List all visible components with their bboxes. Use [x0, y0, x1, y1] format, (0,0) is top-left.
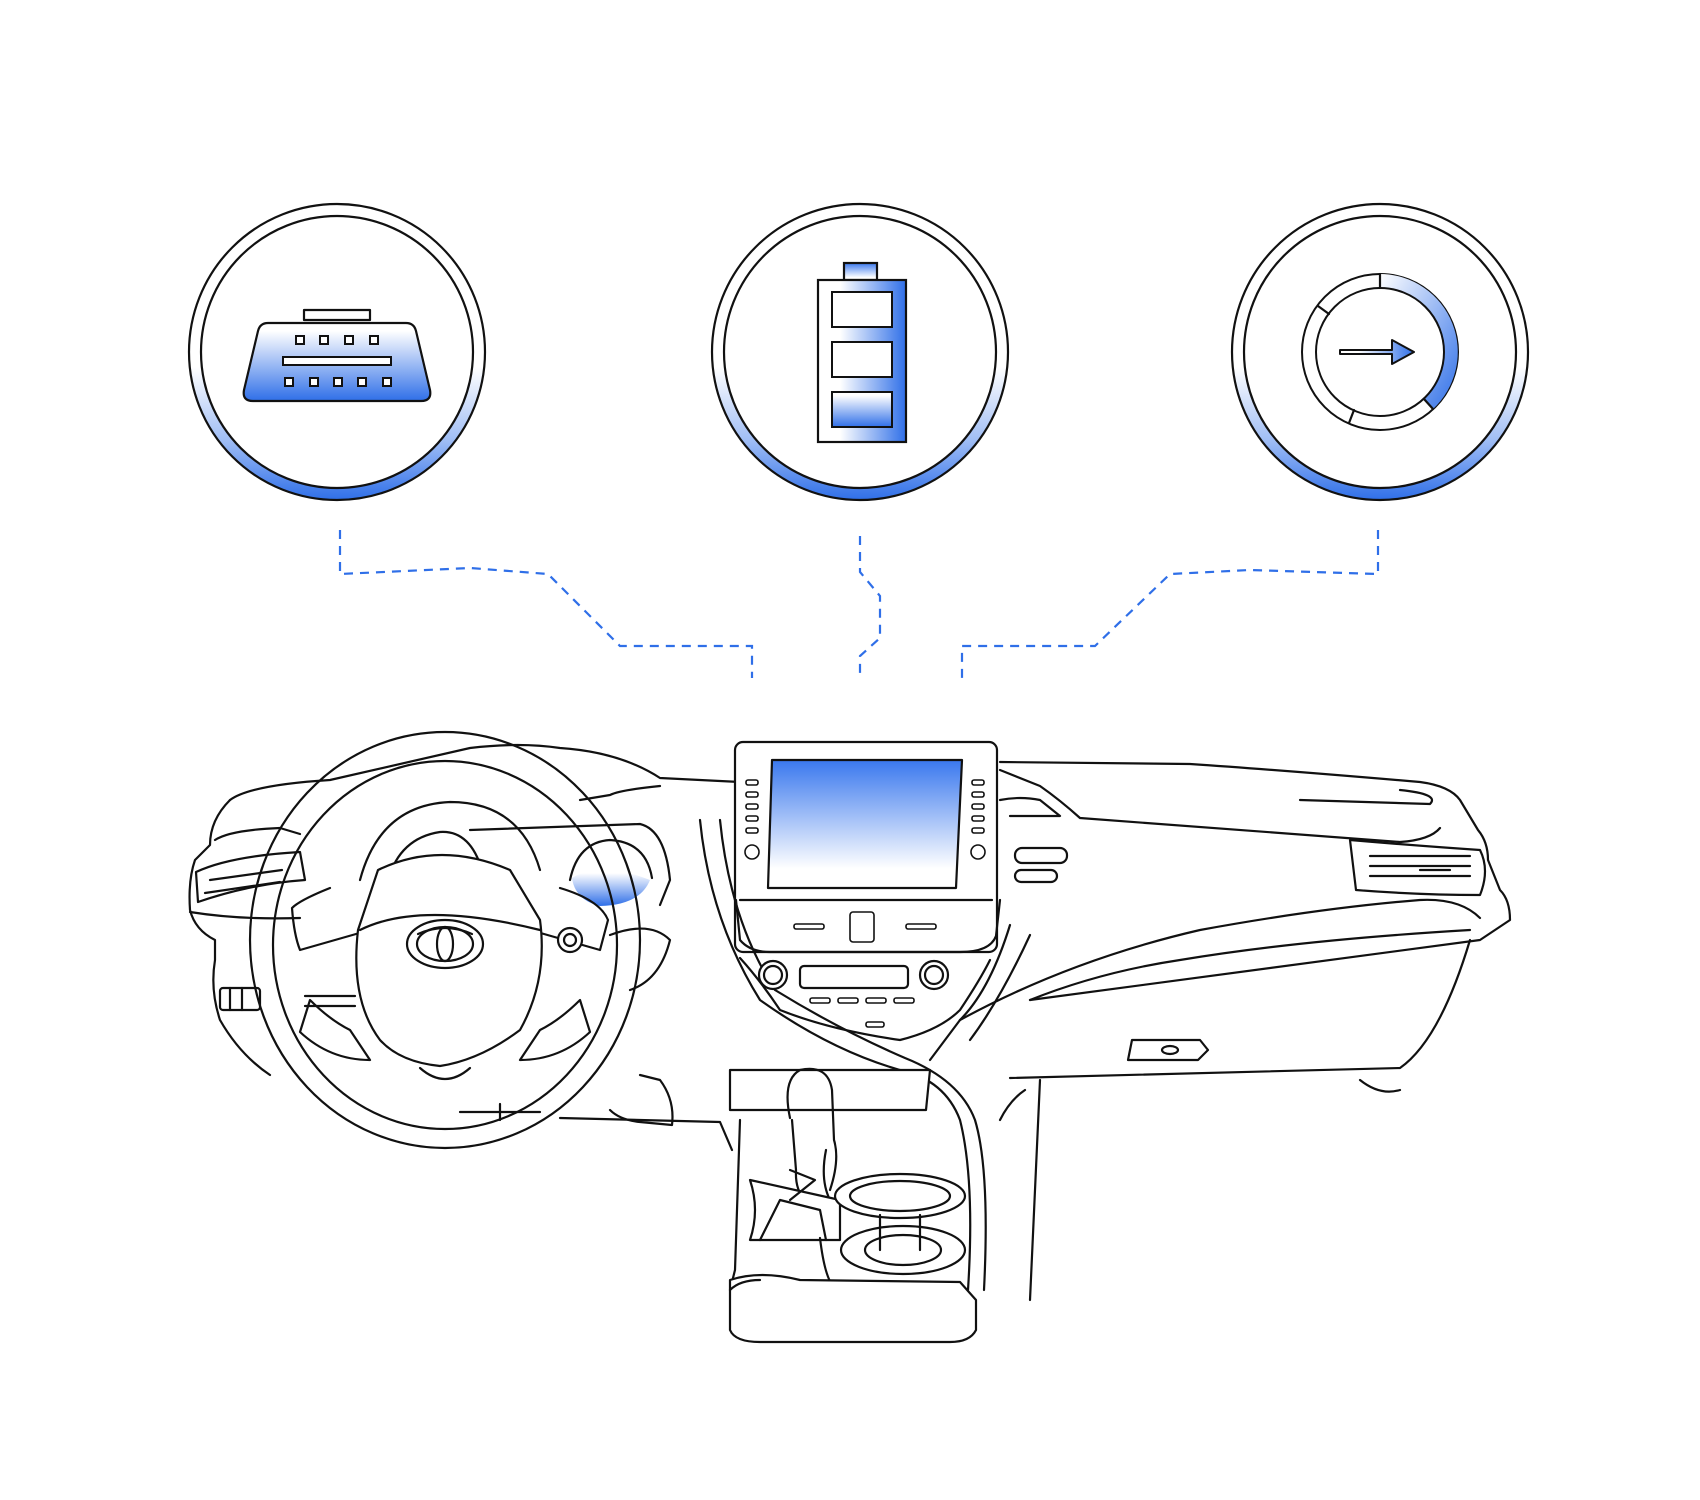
dashed-connector-left [338, 530, 754, 678]
dashed-connector-middle [858, 536, 882, 678]
obd-port-icon [187, 202, 487, 502]
progress-ring-arrow-icon [1230, 202, 1530, 502]
battery-icon [710, 202, 1010, 502]
battery-charge-cell [831, 391, 893, 428]
dashed-connector-right [960, 530, 1380, 678]
car-dashboard-icon [188, 730, 1512, 1344]
